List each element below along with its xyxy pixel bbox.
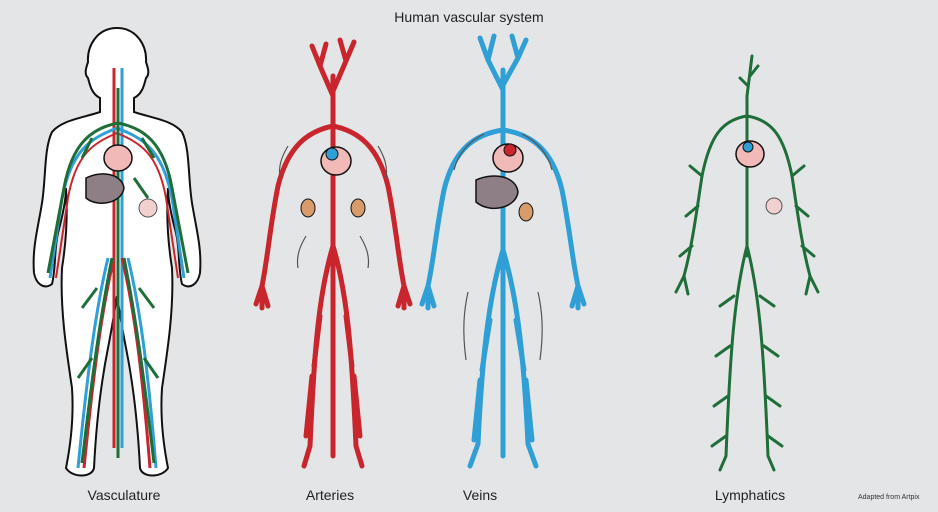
- arteries-illustration: [248, 36, 418, 476]
- image-credit: Adapted from Artpix: [858, 494, 919, 501]
- arteries-label: Arteries: [250, 487, 410, 503]
- veins-label: Veins: [400, 487, 560, 503]
- vasculature-figure: [22, 28, 212, 478]
- vasculature-body-illustration: [22, 28, 212, 478]
- lymphatics-illustration: [672, 56, 822, 476]
- veins-figure: [418, 30, 588, 476]
- vasculature-label: Vasculature: [44, 487, 204, 503]
- figure-title: Human vascular system: [0, 9, 938, 25]
- arteries-figure: [248, 36, 418, 476]
- lymphatics-label: Lymphatics: [670, 487, 830, 503]
- lymphatics-figure: [672, 56, 822, 476]
- veins-illustration: [418, 30, 588, 476]
